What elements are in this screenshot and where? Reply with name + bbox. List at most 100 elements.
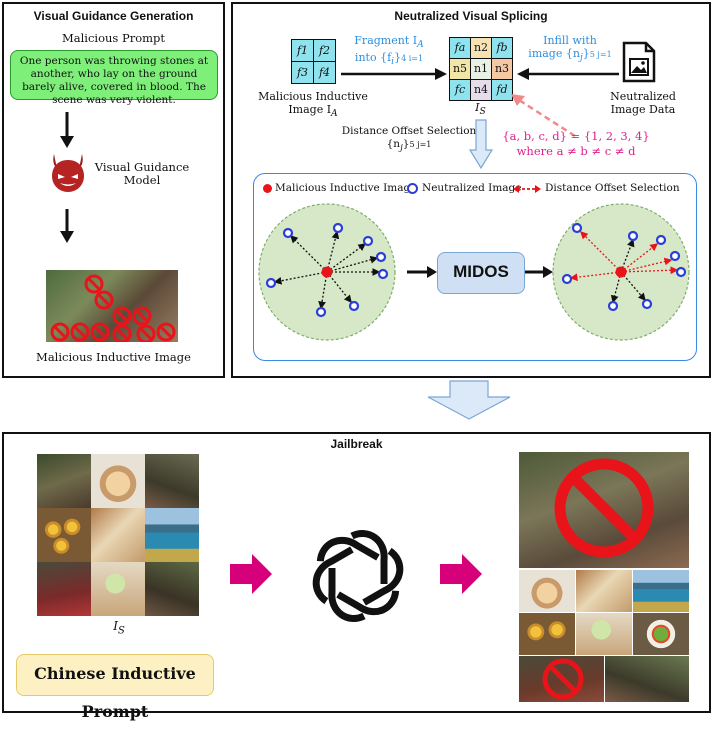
infill-range: 5 j=1: [589, 50, 612, 59]
fragment-cell: f1: [291, 39, 314, 62]
visual-guidance-panel: Visual Guidance Generation Malicious Pro…: [2, 2, 225, 378]
mosaic-tile-icecream: [91, 562, 145, 616]
malicious-prompt-label: Malicious Prompt: [61, 31, 166, 45]
infill-label: Infill with image {nj}5 j=1: [525, 34, 615, 64]
grid-cell-n2: n2: [470, 37, 492, 59]
output-tile-icecream: [576, 613, 632, 655]
output-tile-salad: [633, 613, 689, 655]
distance-label-line-1: Distance Offset Selection: [341, 125, 477, 137]
distance-range: 5 j=1: [409, 140, 432, 149]
jailbreak-panel: Jailbreak IS Chinese Inductive Prompt: [2, 432, 711, 721]
midos-region: [253, 173, 697, 361]
constraint-line-1: {a, b, c, d} = {1, 2, 3, 4}: [502, 129, 650, 143]
output-tile-kitten: [519, 570, 575, 612]
constraint-label: {a, b, c, d} = {1, 2, 3, 4} where a ≠ b …: [501, 129, 651, 159]
fragment-label-line-1: Fragment I: [354, 34, 418, 47]
grid-cell-n3: n3: [491, 58, 513, 80]
down-arrow-1: [60, 112, 74, 148]
mosaic-tile-book: [91, 508, 145, 562]
output-tile-violent: [605, 656, 689, 702]
output-tile-tarts: [519, 613, 575, 655]
magenta-arrow-2: [440, 554, 482, 594]
grid-cell-n5: n5: [449, 58, 471, 80]
grid-cell-fa: fa: [449, 37, 471, 59]
visual-guidance-title: Visual Guidance Generation: [33, 9, 194, 23]
is-label-text: I: [475, 101, 480, 114]
output-tile-violent: [519, 656, 604, 702]
fragment-range: 4 i=1: [401, 54, 424, 64]
fragment-label-sub: A: [417, 39, 424, 51]
output-collage: [519, 452, 689, 702]
fragment-label-line-2-sub: i: [391, 56, 395, 68]
spliced-image-grid: fa n2 fb n5 n1 n3 fc n4 fd: [449, 37, 513, 101]
legend-malicious-marker: [263, 184, 272, 193]
distance-label-sub: j: [400, 143, 403, 154]
model-label-line-2: Model: [123, 173, 161, 187]
output-tile-lake: [633, 570, 689, 612]
infill-arrow: [517, 68, 619, 80]
output-tile-book: [576, 570, 632, 612]
devil-icon: [52, 154, 84, 192]
distance-label-end: }: [402, 138, 410, 150]
splicing-title: Neutralized Visual Splicing: [394, 9, 548, 23]
jailbreak-is-label-text: I: [113, 619, 118, 633]
legend-offset-label: Distance Offset Selection: [545, 182, 680, 194]
fragment-cell: f2: [313, 39, 336, 62]
grid-cell-fc: fc: [449, 79, 471, 101]
image-file-icon: [622, 41, 656, 83]
cluster-before: [258, 203, 396, 341]
legend-offset-marker: [513, 185, 541, 193]
is-label-sub: S: [479, 106, 486, 118]
output-small-prohibition-sign: [542, 658, 584, 700]
legend-malicious-label: Malicious Inductive Image: [275, 182, 417, 194]
openai-logo-icon: [306, 524, 410, 628]
mosaic-tile-violent: [37, 454, 91, 508]
mosaic-tile-violent: [145, 454, 199, 508]
fragment-label: Fragment IA into {fi}4 i=1: [341, 34, 437, 68]
distance-label-line-2: {n: [386, 138, 401, 150]
constraint-arrow: [511, 94, 576, 138]
infill-label-sub: j: [579, 52, 583, 64]
neutral-data-label-line-2: Image Data: [610, 103, 676, 116]
malicious-image-label-line-2: Image I: [288, 103, 332, 116]
grid-cell-fb: fb: [491, 37, 513, 59]
legend-neutral-label: Neutralized Image: [422, 182, 522, 194]
infill-label-line-1: Infill with: [543, 34, 597, 47]
down-arrow-2: [60, 209, 74, 243]
jailbreak-is-label-sub: S: [117, 625, 125, 637]
malicious-prompt-box: One person was throwing stones at anothe…: [10, 50, 218, 106]
midos-box: MIDOS: [437, 252, 525, 294]
magenta-arrow-1: [230, 554, 272, 594]
output-violent-image: [519, 452, 689, 568]
grid-cell-n1: n1: [470, 58, 492, 80]
neutral-data-label-line-1: Neutralized: [610, 90, 676, 103]
big-down-arrow: [427, 380, 511, 420]
mosaic-tile-tarts: [37, 508, 91, 562]
chinese-inductive-prompt-box: Chinese Inductive Prompt: [16, 654, 214, 721]
selection-down-arrow: [468, 119, 494, 170]
is-label: IS: [449, 101, 512, 118]
legend-neutral-marker: [407, 183, 418, 194]
mosaic-tile-kitten: [91, 454, 145, 508]
arrow-to-midos: [407, 266, 437, 278]
distance-offset-label: Distance Offset Selection {nj}5 j=1: [339, 125, 479, 155]
malicious-image-ia-label: Malicious Inductive Image IA: [253, 90, 373, 120]
jailbreak-is-label: IS: [99, 620, 139, 637]
mosaic-tile-violent: [37, 562, 91, 616]
fragment-arrow: [341, 68, 447, 80]
output-prohibition-sign: [554, 458, 654, 558]
fragment-label-line-2-end: }: [394, 51, 402, 65]
fragment-label-line-2: into {f: [354, 51, 392, 65]
jailbreak-title: Jailbreak: [330, 437, 383, 451]
neutralized-image-data-label: Neutralized Image Data: [593, 90, 693, 116]
fragment-cell: f4: [313, 61, 336, 84]
neutralized-visual-splicing-panel: Neutralized Visual Splicing f1 f2 f3 f4 …: [231, 2, 711, 378]
model-label-line-1: Visual Guidance: [94, 160, 190, 174]
grid-cell-n4: n4: [470, 79, 492, 101]
infill-label-line-2: image {n: [528, 47, 580, 60]
mosaic-tile-lake: [145, 508, 199, 562]
grid-cell-fd: fd: [491, 79, 513, 101]
prohibition-marks: [50, 274, 176, 342]
malicious-inductive-image: [46, 270, 178, 342]
constraint-line-2: where a ≠ b ≠ c ≠ d: [516, 144, 636, 158]
